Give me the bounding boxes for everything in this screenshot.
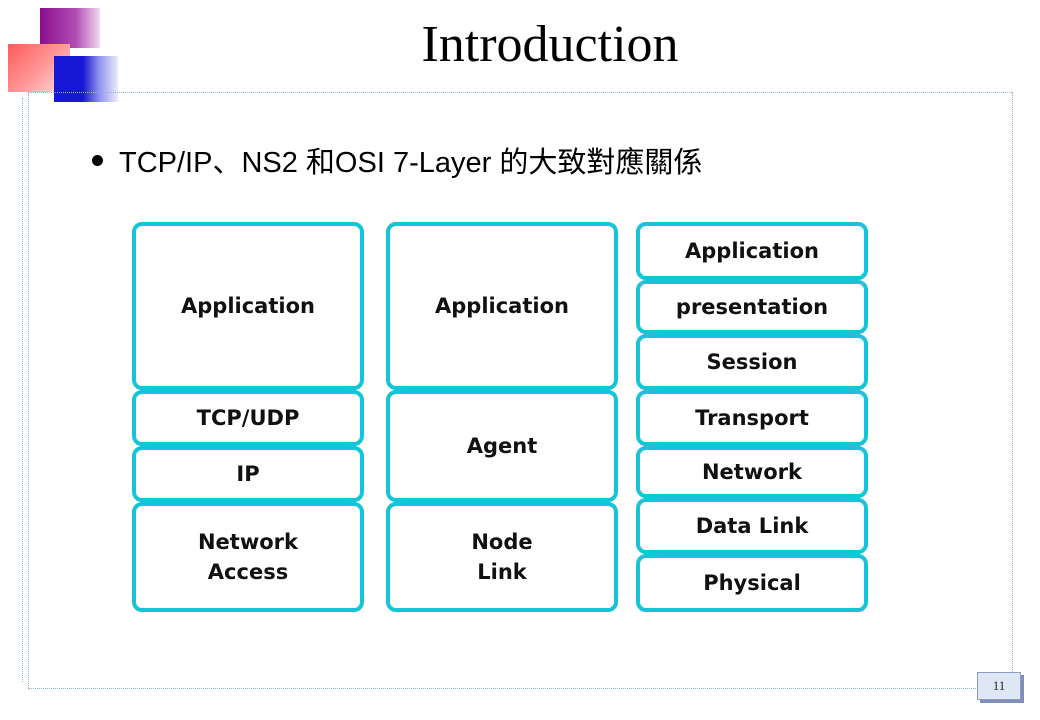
layer-label: Application	[181, 294, 315, 318]
bullet-item: TCP/IP、NS2 和OSI 7-Layer 的大致對應關係	[92, 140, 702, 180]
bullet-dot-icon	[92, 154, 103, 166]
osi-presentation-layer: presentation	[636, 280, 868, 334]
layer-label-line1: Network	[197, 530, 298, 554]
layer-label: Agent	[466, 434, 538, 458]
slide-frame-left	[28, 92, 29, 688]
osi-data-link-layer: Data Link	[636, 498, 868, 554]
ns2-agent-layer: Agent	[386, 390, 618, 502]
layer-label: Session	[706, 350, 798, 374]
layer-label: IP	[236, 462, 260, 486]
layer-label-line2: Access	[207, 560, 289, 584]
layer-label: Network	[701, 460, 802, 484]
decor-square-purple	[40, 8, 100, 48]
osi-session-layer: Session	[636, 334, 868, 390]
bullet-text: TCP/IP、NS2 和OSI 7-Layer 的大致對應關係	[119, 147, 703, 179]
osi-network-layer: Network	[636, 446, 868, 498]
page-number-badge: 11	[977, 672, 1021, 700]
ns2-node-link-layer: Node Link	[386, 502, 618, 612]
osi-application-layer: Application	[636, 222, 868, 280]
slide-frame-bottom	[28, 688, 1012, 689]
layer-diagram: Application TCP/UDP IP Network Access Ap…	[126, 218, 874, 618]
decor-square-blue	[54, 56, 118, 102]
slide-frame-top	[28, 92, 1012, 93]
tcpip-ip-layer: IP	[132, 446, 364, 502]
layer-label: Physical	[703, 571, 801, 595]
tcpip-application-layer: Application	[132, 222, 364, 390]
slide-frame-right	[1012, 92, 1013, 688]
tcpip-network-access-layer: Network Access	[132, 502, 364, 612]
osi-physical-layer: Physical	[636, 554, 868, 612]
layer-label-line1: Node	[471, 530, 533, 554]
ns2-application-layer: Application	[386, 222, 618, 390]
slide-title: Introduction	[421, 16, 679, 73]
layer-label: Application	[685, 239, 819, 263]
layer-label: Data Link	[695, 514, 809, 538]
layer-label: Transport	[695, 406, 809, 430]
layer-label: Application	[435, 294, 569, 318]
osi-transport-layer: Transport	[636, 390, 868, 446]
layer-label-line2: Link	[477, 560, 527, 584]
slide-frame-inner	[22, 98, 23, 682]
layer-label: presentation	[675, 295, 829, 319]
tcpip-transport-layer: TCP/UDP	[132, 390, 364, 446]
layer-label: TCP/UDP	[196, 406, 300, 430]
